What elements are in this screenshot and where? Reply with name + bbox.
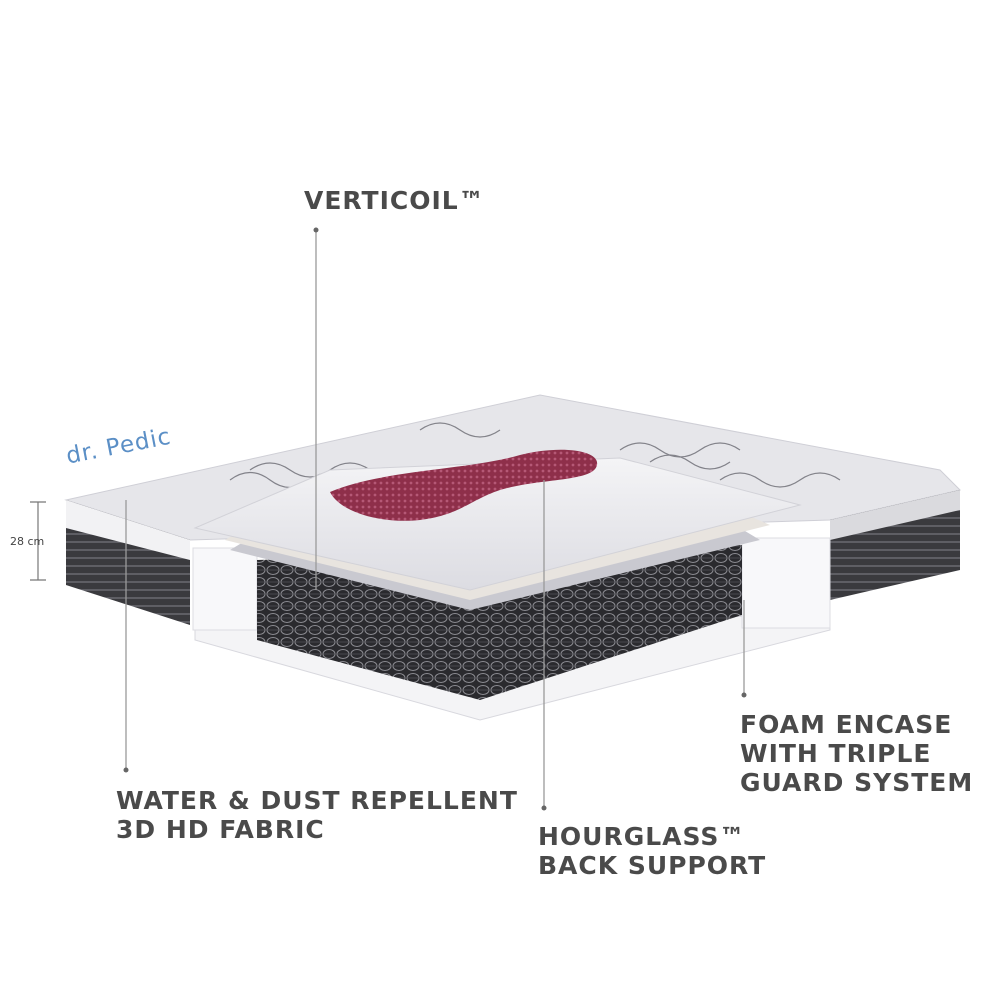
left-top-edge <box>66 500 190 560</box>
foam-encase-left <box>192 547 258 631</box>
hourglass-back-support <box>330 449 598 521</box>
height-label: 28 cm <box>10 535 45 548</box>
height-bracket <box>30 501 46 581</box>
leader-dots <box>123 227 747 811</box>
right-top-edge <box>830 490 960 540</box>
foam-encase-right <box>741 537 831 629</box>
callout-foam-encase: FOAM ENCASE WITH TRIPLE GUARD SYSTEM <box>740 710 974 797</box>
leader-lines <box>125 230 745 808</box>
callout-fabric: WATER & DUST REPELLENT 3D HD FABRIC <box>116 786 518 844</box>
callout-hourglass: HOURGLASS™ BACK SUPPORT <box>538 822 767 880</box>
callout-verticoil: VERTICOIL™ <box>304 186 485 215</box>
